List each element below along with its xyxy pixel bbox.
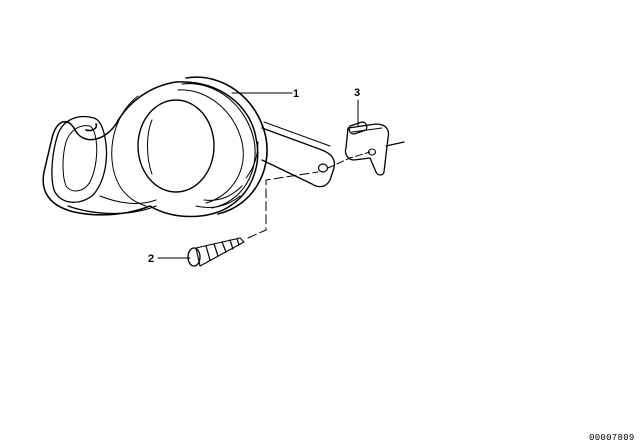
horn-spiral-line-2 — [99, 195, 157, 204]
horn-shadow-3 — [245, 141, 259, 179]
horn-bell-mouth — [51, 115, 108, 203]
bracket-icon — [344, 121, 405, 176]
screw-thread-5 — [236, 238, 240, 246]
horn-mounting-strap — [261, 127, 336, 188]
horn-bottom-band — [67, 205, 157, 215]
bracket-plate — [344, 123, 390, 176]
screw-thread-4 — [229, 239, 234, 250]
bracket-ridge — [351, 127, 383, 133]
strap-hole — [317, 163, 329, 173]
strap-edge — [263, 121, 331, 147]
horn-cap-shading — [147, 119, 153, 175]
bracket-arm — [385, 141, 405, 147]
horn-shadow-1 — [195, 195, 241, 209]
horn-rear-ring-inner — [181, 83, 256, 209]
horn-front-cap — [137, 99, 215, 193]
callout-screw: 2 — [148, 253, 154, 265]
screw-shank — [195, 237, 245, 267]
document-number: 00007809 — [589, 433, 635, 443]
horn-rear-ring-band — [177, 89, 244, 204]
screw-thread-1 — [205, 245, 211, 261]
horn-icon — [42, 76, 336, 218]
horn-bell-lip — [85, 123, 98, 132]
horn-shell-outline — [42, 81, 259, 218]
screw-thread-2 — [213, 243, 219, 257]
callout-bracket: 3 — [354, 87, 360, 99]
assembly-line-bracket — [327, 151, 371, 169]
assembly-line-screw — [247, 171, 319, 239]
screw-head — [187, 247, 201, 267]
screw-thread-3 — [221, 241, 227, 253]
screw-icon — [187, 237, 245, 267]
callout-horn: 1 — [293, 88, 299, 100]
horn-spiral-line-1 — [111, 95, 147, 207]
horn-shadow-2 — [203, 185, 243, 201]
horn-bell-inner — [62, 125, 98, 192]
horn-rear-ring-outer — [185, 76, 268, 215]
